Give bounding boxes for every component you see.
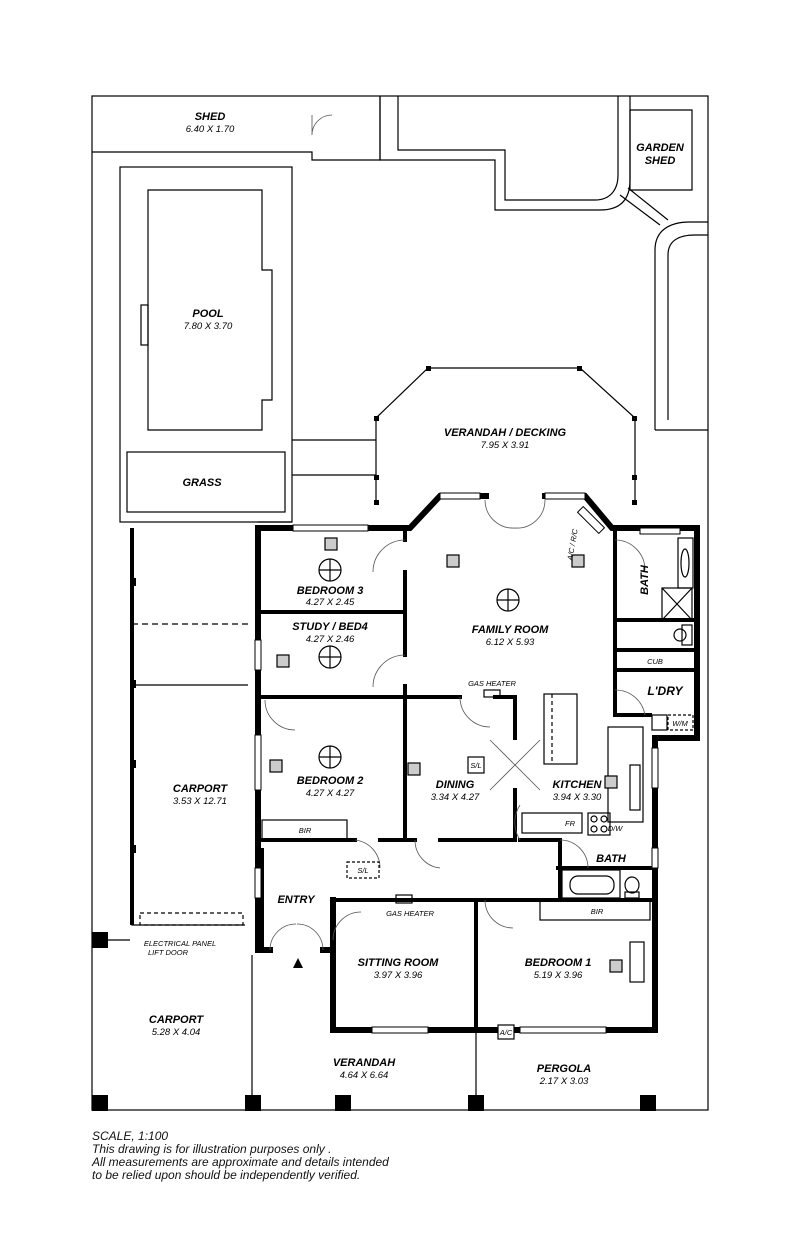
carport-front-label: CARPORT bbox=[149, 1014, 204, 1026]
pool bbox=[147, 189, 273, 431]
shed-label: SHED bbox=[195, 111, 226, 123]
bath-bottom-label: BATH bbox=[596, 853, 627, 865]
site-boundary bbox=[91, 95, 709, 1111]
bedroom3-label: BEDROOM 3 bbox=[297, 585, 364, 597]
sl-label: S/L bbox=[357, 866, 368, 875]
bath-top-label: BATH bbox=[639, 564, 651, 595]
carport-side-dim: 3.53 X 12.71 bbox=[173, 796, 227, 807]
bedroom2-dim: 4.27 X 4.27 bbox=[306, 788, 355, 799]
exterior-walls bbox=[255, 493, 700, 1033]
wm-label: W/M bbox=[672, 719, 688, 728]
entry-label: ENTRY bbox=[277, 894, 316, 906]
electrical-panel-label: ELECTRICAL PANEL bbox=[144, 939, 216, 948]
grass-label: GRASS bbox=[182, 477, 222, 489]
garden-shed-label-2: SHED bbox=[645, 155, 676, 167]
carport-front-dim: 5.28 X 4.04 bbox=[152, 1027, 201, 1038]
carport-side-label: CARPORT bbox=[173, 783, 228, 795]
fixture-labels: GAS HEATER GAS HEATER A/C / R/C A/C W/M … bbox=[144, 528, 689, 1037]
study-label: STUDY / BED4 bbox=[292, 621, 368, 633]
bedroom3-dim: 4.27 X 2.45 bbox=[306, 597, 355, 608]
laundry-label: L'DRY bbox=[647, 684, 683, 698]
dishwasher-label: D/W bbox=[608, 824, 624, 833]
scale-note: SCALE, 1:100 bbox=[92, 1129, 169, 1143]
verandah-decking-outline bbox=[375, 367, 636, 500]
bedroom2-label: BEDROOM 2 bbox=[297, 775, 364, 787]
verandah-decking-dim: 7.95 X 3.91 bbox=[481, 440, 530, 451]
disclaimer-line: All measurements are approximate and det… bbox=[92, 1155, 389, 1169]
verandah-label: VERANDAH bbox=[333, 1057, 396, 1069]
sitting-room-label: SITTING ROOM bbox=[358, 957, 440, 969]
pergola-dim: 2.17 X 3.03 bbox=[539, 1076, 589, 1087]
disclaimer-line: to be relied upon should be independentl… bbox=[92, 1168, 361, 1182]
gas-heater-label: GAS HEATER bbox=[386, 909, 434, 918]
fridge-label: FR bbox=[565, 819, 576, 828]
bir-label: BIR bbox=[299, 826, 312, 835]
verandah-dim: 4.64 X 6.64 bbox=[340, 1070, 389, 1081]
verandah-decking-label: VERANDAH / DECKING bbox=[444, 427, 567, 439]
dining-label: DINING bbox=[436, 779, 475, 791]
study-dim: 4.27 X 2.46 bbox=[306, 634, 355, 645]
shed-dim: 6.40 X 1.70 bbox=[186, 124, 235, 135]
bedroom1-label: BEDROOM 1 bbox=[525, 957, 592, 969]
garden-shed bbox=[629, 109, 693, 191]
room-labels: SHED 6.40 X 1.70 GARDEN SHED POOL 7.80 X… bbox=[149, 111, 685, 1087]
pool-label: POOL bbox=[192, 308, 223, 320]
sl-label: S/L bbox=[470, 761, 481, 770]
cub-label: CUB bbox=[647, 657, 663, 666]
sitting-room-dim: 3.97 X 3.96 bbox=[374, 970, 423, 981]
gas-heater-label: GAS HEATER bbox=[468, 679, 516, 688]
dining-dim: 3.34 X 4.27 bbox=[431, 792, 480, 803]
pergola-label: PERGOLA bbox=[537, 1063, 591, 1075]
pool-surround bbox=[119, 166, 293, 523]
pool-dim: 7.80 X 3.70 bbox=[184, 321, 233, 332]
bir-label: BIR bbox=[591, 907, 604, 916]
disclaimer-line: This drawing is for illustration purpose… bbox=[92, 1142, 332, 1156]
grass-area bbox=[126, 451, 286, 513]
ac-label: A/C bbox=[499, 1028, 513, 1037]
bedroom1-dim: 5.19 X 3.96 bbox=[534, 970, 583, 981]
garden-shed-label: GARDEN bbox=[636, 142, 685, 154]
shed-outline bbox=[92, 96, 381, 161]
family-room-label: FAMILY ROOM bbox=[472, 624, 549, 636]
family-room-dim: 6.12 X 5.93 bbox=[486, 637, 535, 648]
kitchen-label: KITCHEN bbox=[553, 779, 603, 791]
kitchen-dim: 3.94 X 3.30 bbox=[553, 792, 602, 803]
lift-door-label: LIFT DOOR bbox=[148, 948, 189, 957]
disclaimer-notes: SCALE, 1:100 This drawing is for illustr… bbox=[92, 1130, 389, 1182]
